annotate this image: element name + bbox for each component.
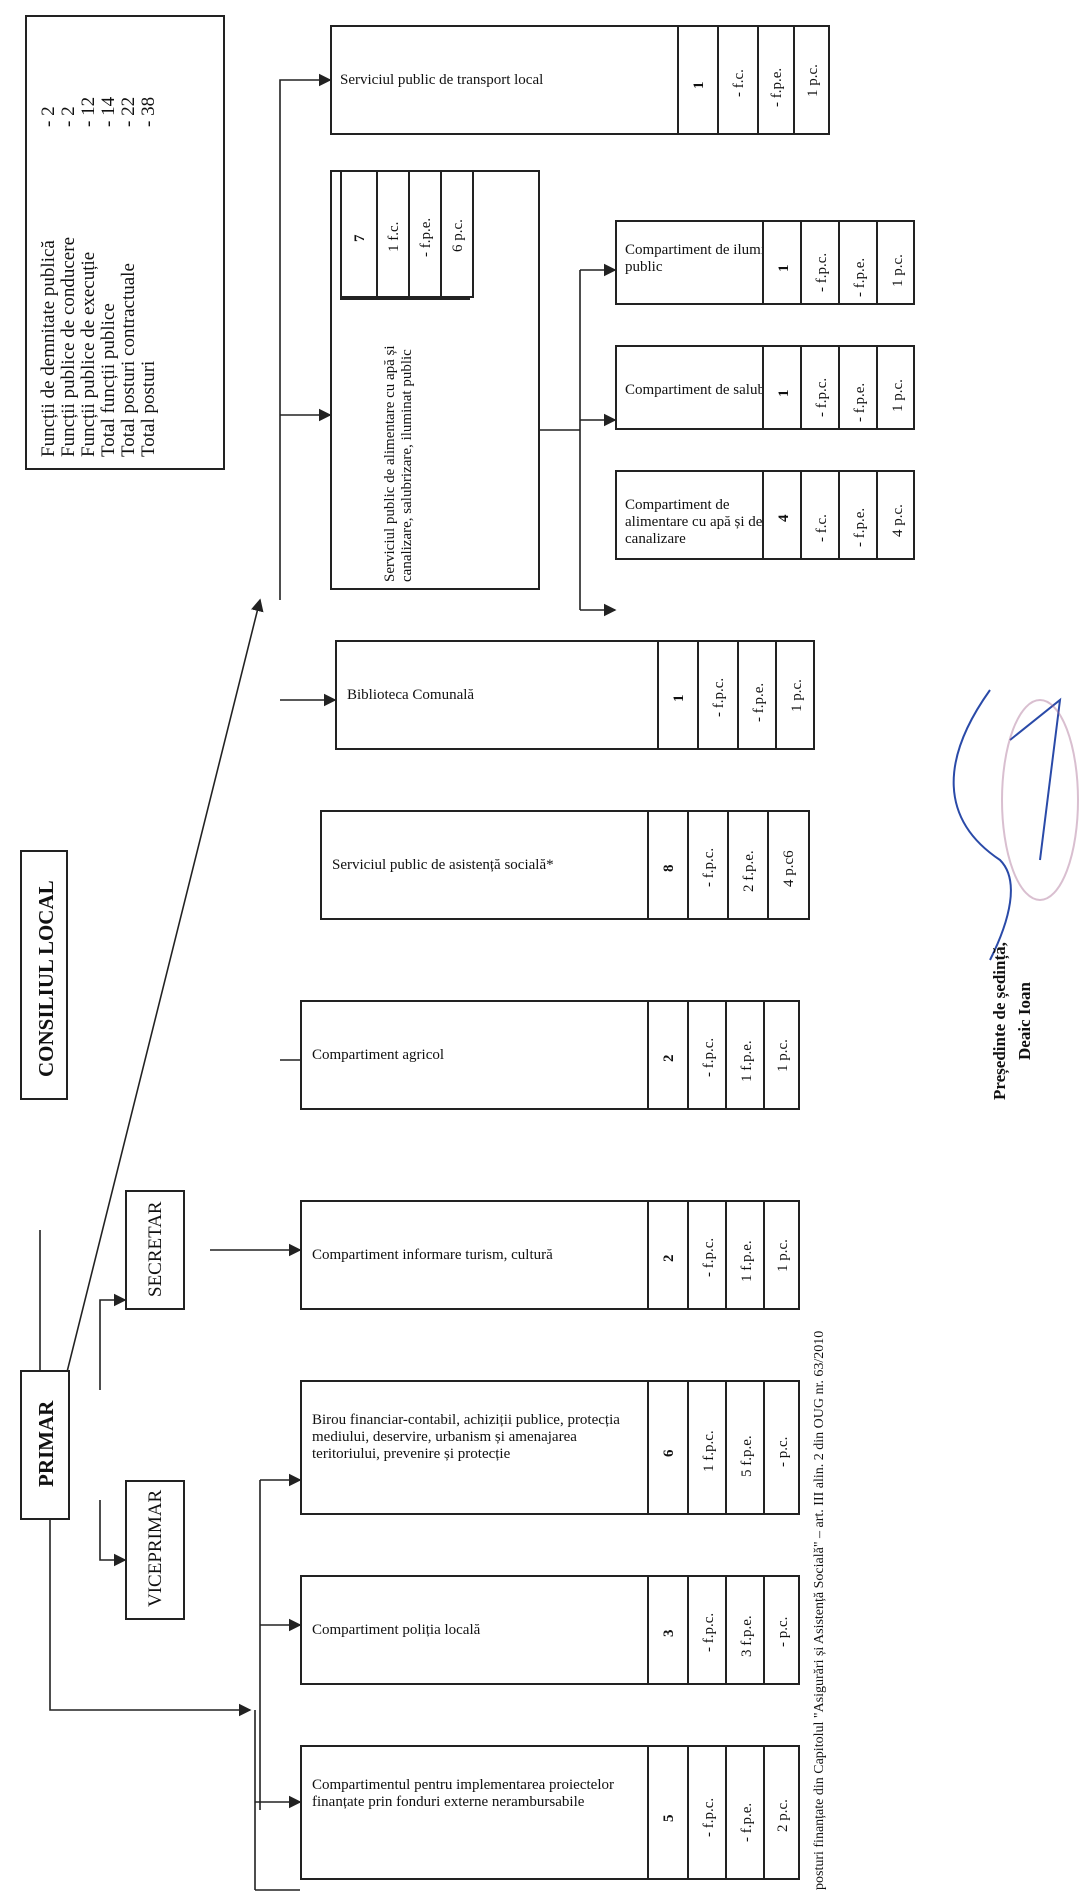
dept-cell: - f.p.e. (852, 257, 868, 297)
summary-row: Funcții publice de conducere- 2 (58, 106, 79, 457)
dept-turism: Compartiment informare turism, cultură 2… (300, 1200, 800, 1310)
dept-cell: 7 (352, 234, 368, 243)
summary-box: Funcții de demnitate publică- 2 Funcții … (25, 15, 225, 470)
dept-water-cells: 7 1 f.c. - f.p.e. 6 p.c. (340, 170, 474, 300)
dept-salubrizare: Compartiment de salubrizare 1 - f.p.c. -… (615, 345, 915, 430)
dept-name: Birou financiar-contabil, achiziții publ… (312, 1412, 620, 1462)
signature-title: Președinte de ședință, (990, 942, 1009, 1100)
dept-cell: 1 (776, 389, 792, 398)
dept-birou-financiar: Birou financiar-contabil, achiziții publ… (300, 1380, 800, 1515)
dept-cell: 5 f.p.e. (739, 1435, 755, 1477)
dept-cell: 5 (661, 1814, 677, 1823)
dept-cell: 1 (691, 81, 707, 90)
dept-cell: 3 f.p.e. (739, 1615, 755, 1657)
primar-box: PRIMAR (20, 1370, 70, 1520)
summary-row: Total posturi contractuale- 22 (118, 96, 139, 457)
dept-cell: 1 p.c. (789, 679, 805, 712)
dept-cell: 2 (661, 1254, 677, 1263)
footnote: posturi finanțate din Capitolul "Asigură… (812, 1330, 827, 1890)
secretar-box: SECRETAR (125, 1190, 185, 1310)
dept-cell: 1 (776, 264, 792, 273)
summary-row: Total funcții publice- 14 (98, 96, 119, 457)
dept-name: Compartiment de salubrizare (625, 382, 800, 398)
dept-name: Compartimentul pentru implementarea proi… (312, 1777, 614, 1810)
dept-cell: 2 f.p.e. (741, 850, 757, 892)
dept-name: Serviciul public de alimentare cu apă și… (382, 345, 415, 582)
dept-name: Compartiment agricol (312, 1047, 445, 1063)
dept-name: Biblioteca Comunală (347, 687, 475, 703)
dept-cell: - p.c. (775, 1616, 791, 1647)
dept-cell: - f.p.c. (701, 1797, 717, 1837)
dept-name: Serviciul public de asistență socială* (332, 857, 554, 873)
dept-cell: - f.p.e. (852, 382, 868, 422)
dept-cell: - f.p.c. (701, 1037, 717, 1077)
summary-row: Funcții publice de execuție- 12 (78, 96, 99, 457)
dept-cell: - p.c. (775, 1436, 791, 1467)
dept-cell: 1 p.c. (775, 1039, 791, 1072)
dept-fonduri: Compartimentul pentru implementarea proi… (300, 1745, 800, 1880)
secretar-label: SECRETAR (145, 1201, 166, 1297)
viceprimar-box: VICEPRIMAR (125, 1480, 185, 1620)
dept-name: Compartiment de alimentare cu apă și de … (625, 497, 763, 547)
dept-name: Compartiment poliția locală (312, 1622, 481, 1638)
dept-cell: - f.p.e. (739, 1802, 755, 1842)
dept-cell: 1 p.c. (805, 64, 821, 97)
dept-cell: - f.c. (814, 514, 830, 542)
primar-label: PRIMAR (34, 1400, 58, 1487)
consiliul-local-label: CONSILIUL LOCAL (34, 880, 58, 1077)
dept-cell: 1 p.c. (890, 254, 906, 287)
dept-cell: 4 (776, 514, 792, 523)
dept-cell: 1 p.c. (890, 379, 906, 412)
viceprimar-label: VICEPRIMAR (145, 1489, 166, 1607)
dept-cell: 4 p.c. (890, 504, 906, 537)
dept-cell: 2 p.c. (775, 1799, 791, 1832)
dept-politia: Compartiment poliția locală 3 - f.p.c. 3… (300, 1575, 800, 1685)
dept-cell: 6 (661, 1449, 677, 1458)
dept-cell: - f.p.c. (814, 252, 830, 292)
dept-name: Compartiment informare turism, cultură (312, 1247, 553, 1263)
dept-cell: 1 p.c. (775, 1239, 791, 1272)
dept-iluminat: Compartiment de iluminat public 1 - f.p.… (615, 220, 915, 305)
dept-cell: 1 f.p.e. (739, 1240, 755, 1282)
dept-cell: - f.p.c. (701, 1237, 717, 1277)
consiliul-local-box: CONSILIUL LOCAL (20, 850, 68, 1100)
signature-name: Deaic Ioan (1015, 982, 1034, 1060)
dept-name: Compartiment de iluminat public (625, 242, 784, 275)
dept-biblioteca: Biblioteca Comunală 1 - f.p.c. - f.p.e. … (335, 640, 815, 750)
dept-cell: - f.p.c. (814, 377, 830, 417)
dept-cell: - f.p.c. (711, 677, 727, 717)
dept-transport: Serviciul public de transport local 1 - … (330, 25, 830, 135)
dept-cell: 8 (661, 864, 677, 873)
dept-cell: - f.p.c. (701, 1612, 717, 1652)
dept-cell: 1 (671, 694, 687, 703)
dept-cell: 1 f.p.e. (739, 1040, 755, 1082)
dept-cell: - f.p.e. (852, 507, 868, 547)
dept-cell: 1 f.c. (386, 221, 402, 252)
dept-cell: - f.c. (731, 69, 747, 97)
summary-row: Total posturi- 38 (138, 96, 159, 457)
dept-asistenta: Serviciul public de asistență socială* 8… (320, 810, 810, 920)
dept-cell: 3 (661, 1629, 677, 1638)
dept-cell: - f.p.c. (701, 847, 717, 887)
dept-cell: 6 p.c. (450, 219, 466, 252)
dept-agricol: Compartiment agricol 2 - f.p.c. 1 f.p.e.… (300, 1000, 800, 1110)
dept-cell: - f.p.e. (751, 682, 767, 722)
dept-alimentare: Compartiment de alimentare cu apă și de … (615, 470, 915, 560)
dept-cell: 1 f.p.c. (701, 1430, 717, 1472)
dept-cell: - f.p.e. (769, 67, 785, 107)
dept-cell: 4 p.c6 (781, 850, 797, 887)
dept-cell: 2 (661, 1054, 677, 1063)
summary-row: Funcții de demnitate publică- 2 (38, 106, 59, 457)
dept-cell: - f.p.e. (418, 217, 434, 257)
dept-name: Serviciul public de transport local (340, 72, 544, 88)
